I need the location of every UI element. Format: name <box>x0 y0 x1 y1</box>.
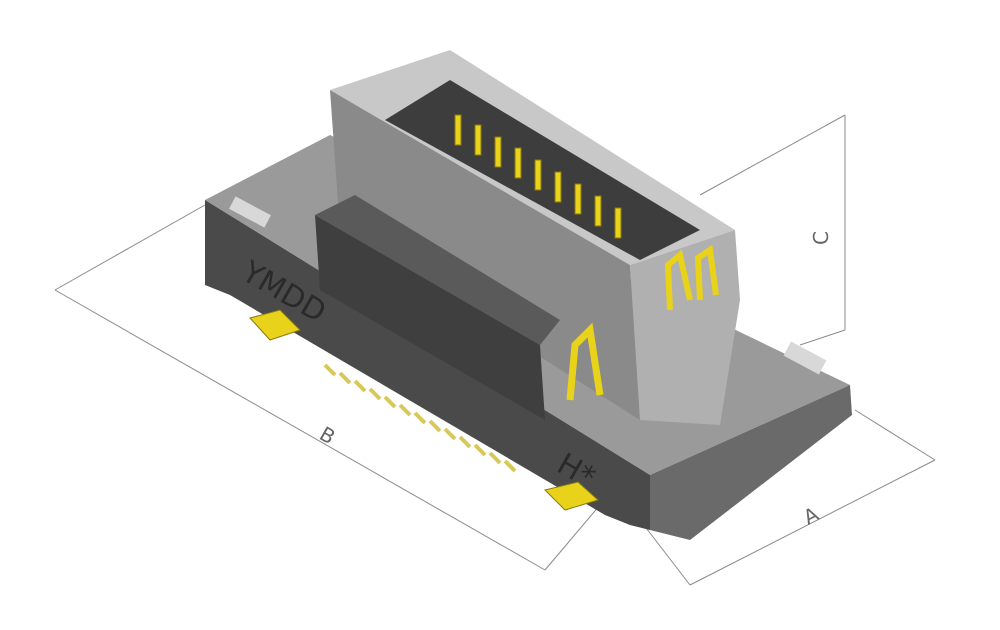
latch-clip <box>694 244 719 301</box>
contact-row <box>454 114 622 239</box>
solder-pad <box>544 481 599 511</box>
dimension-c-label: C <box>809 231 833 245</box>
contact <box>574 183 582 215</box>
latch-clip <box>664 249 693 311</box>
contact <box>474 124 482 156</box>
pin-row <box>323 363 517 473</box>
base-slot <box>783 341 827 375</box>
front-block-face <box>315 215 545 420</box>
extension-line <box>854 409 936 461</box>
dimension-lines <box>54 114 936 586</box>
dimension-a-label: A <box>799 502 822 530</box>
contact <box>594 195 602 227</box>
extension-line <box>699 114 846 196</box>
contact <box>454 114 462 146</box>
contact <box>534 159 542 191</box>
dimension-a-line <box>689 459 936 586</box>
contact <box>494 136 502 168</box>
dimension-b-label: B <box>316 422 340 450</box>
hold-down-clip <box>566 322 604 401</box>
base-slot <box>229 196 271 228</box>
extension-line <box>639 519 691 586</box>
dimension-b-line <box>54 289 546 571</box>
contact <box>554 171 562 203</box>
solder-pad <box>249 309 301 341</box>
extension-line <box>54 204 206 291</box>
front-block-top <box>315 195 560 345</box>
base-right-face <box>650 385 852 540</box>
contact <box>514 147 522 179</box>
base-front-face <box>205 200 650 530</box>
tower-front-face <box>330 90 640 420</box>
contact <box>614 207 622 239</box>
extension-line <box>544 504 601 571</box>
extension-line <box>799 329 846 346</box>
